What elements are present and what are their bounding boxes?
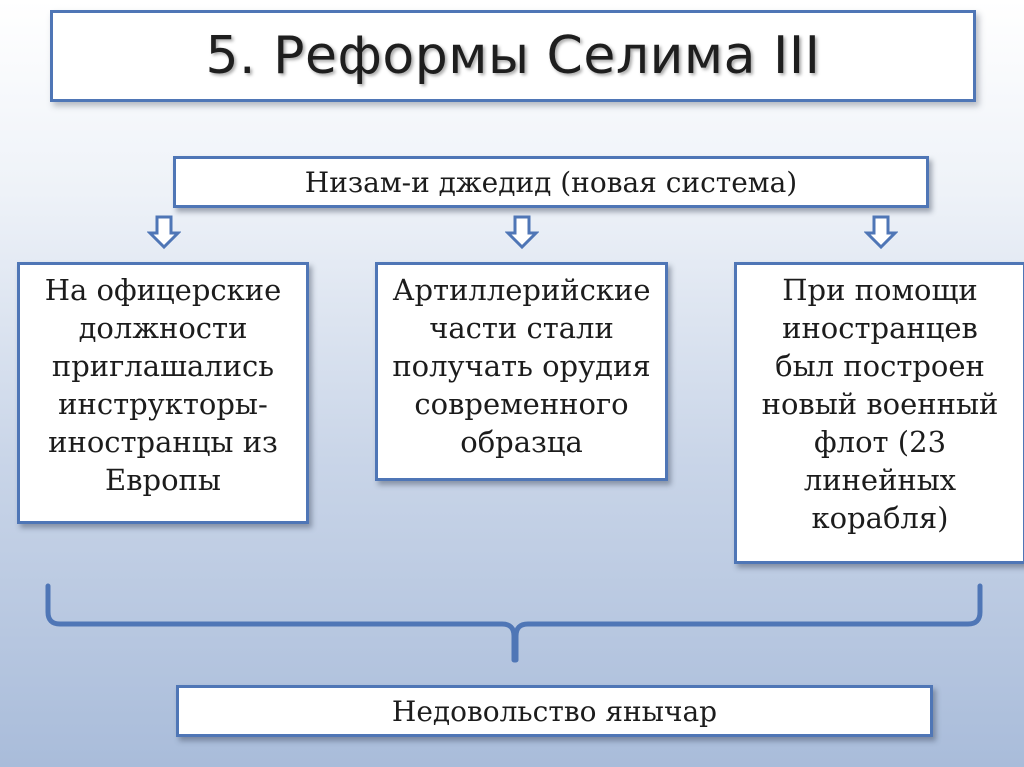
reform-box-officers: На офицерские должности приглашались инс… bbox=[17, 262, 309, 524]
reform-text-officers: На офицерские должности приглашались инс… bbox=[44, 273, 282, 497]
outcome-box: Недовольство янычар bbox=[176, 685, 933, 737]
title-box: 5. Реформы Селима III bbox=[50, 10, 976, 102]
page-title: 5. Реформы Селима III bbox=[205, 26, 821, 86]
curly-brace-icon bbox=[45, 583, 983, 663]
system-box: Низам-и джедид (новая система) bbox=[173, 156, 929, 208]
reform-text-fleet: При помощи иностранцев был построен новы… bbox=[761, 273, 999, 535]
reform-text-artillery: Артиллерийские части стали получать оруд… bbox=[392, 273, 651, 459]
outcome-label: Недовольство янычар bbox=[391, 694, 718, 728]
down-arrow-icon bbox=[505, 215, 539, 250]
reform-box-fleet: При помощи иностранцев был построен новы… bbox=[734, 262, 1024, 564]
down-arrow-icon bbox=[147, 215, 181, 250]
system-label: Низам-и джедид (новая система) bbox=[304, 165, 798, 199]
down-arrow-icon bbox=[864, 215, 898, 250]
reform-box-artillery: Артиллерийские части стали получать оруд… bbox=[375, 262, 668, 481]
